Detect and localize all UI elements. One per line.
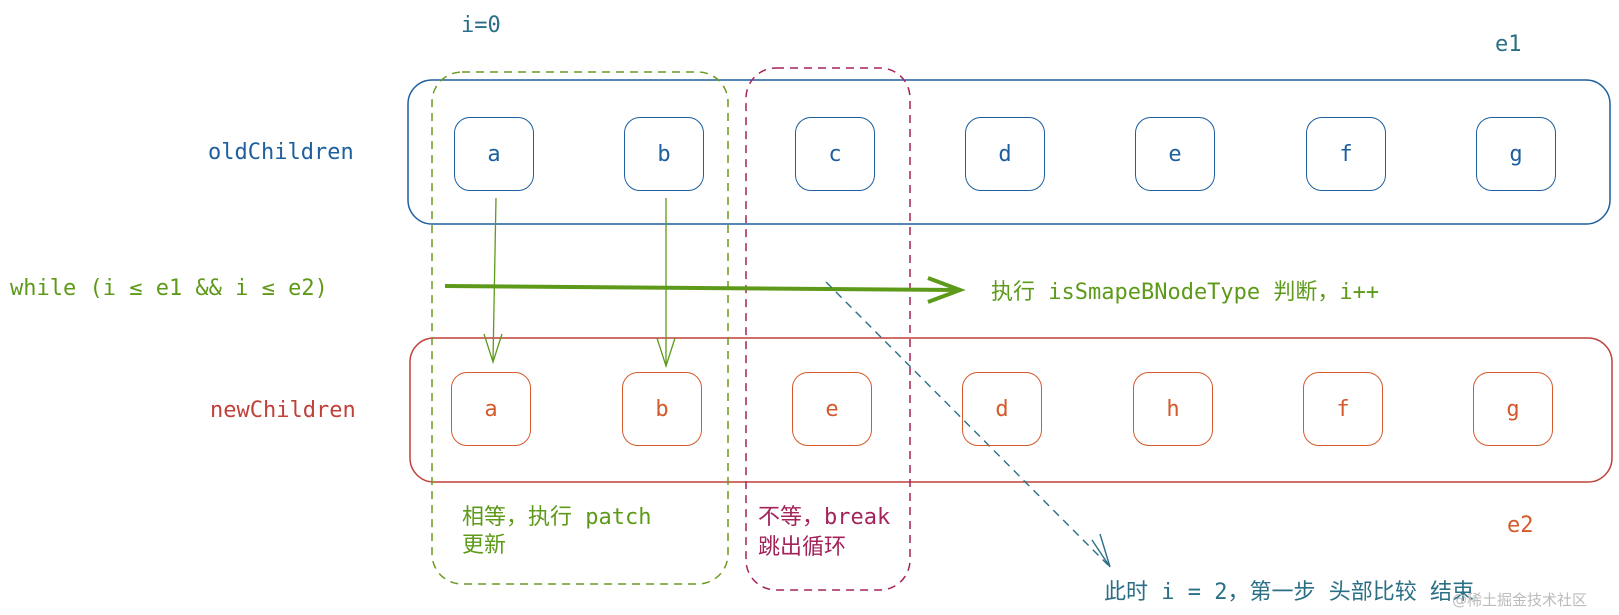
new-node: e: [792, 372, 872, 446]
new-node: g: [1473, 372, 1553, 446]
unequal-note-line1: 不等，break: [758, 505, 891, 530]
e2-label: e2: [1507, 513, 1534, 538]
equal-region: [431, 71, 729, 585]
equal-note-line2: 更新: [462, 533, 507, 558]
i-start-label: i=0: [461, 13, 501, 38]
new-node: b: [622, 372, 702, 446]
new-node: d: [962, 372, 1042, 446]
old-node: e: [1135, 117, 1215, 191]
equal-note-line1: 相等，执行 patch: [462, 505, 652, 530]
unequal-region: [745, 67, 911, 591]
old-node: b: [624, 117, 704, 191]
patch-arrow-a: [483, 197, 503, 365]
result-pointer: [825, 281, 1111, 568]
result-note: 此时 i = 2，第一步 头部比较 结束: [1104, 580, 1474, 605]
new-node: h: [1133, 372, 1213, 446]
old-children-container: [407, 79, 1611, 225]
unequal-note-line2: 跳出循环: [758, 535, 847, 560]
old-node: a: [454, 117, 534, 191]
while-arrow: [444, 276, 966, 304]
patch-arrow-b: [656, 198, 676, 369]
watermark: @稀土掘金技术社区: [1452, 591, 1588, 609]
new-children-container: [409, 337, 1613, 483]
e1-label: e1: [1495, 32, 1522, 57]
while-condition: while (i ≤ e1 && i ≤ e2): [10, 276, 328, 301]
old-node: c: [795, 117, 875, 191]
new-node: f: [1303, 372, 1383, 446]
exec-note: 执行 isSmapeBNodeType 判断，i++: [991, 280, 1380, 305]
old-node: g: [1476, 117, 1556, 191]
new-node: a: [451, 372, 531, 446]
old-node: d: [965, 117, 1045, 191]
new-children-label: newChildren: [210, 398, 356, 423]
old-children-label: oldChildren: [208, 140, 354, 165]
old-node: f: [1306, 117, 1386, 191]
